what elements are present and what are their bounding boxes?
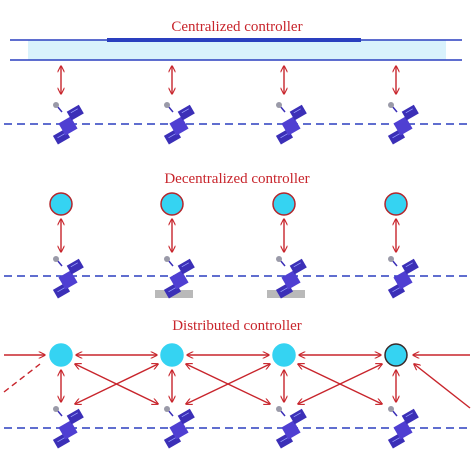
cross-link-arrow [75,364,158,404]
satellite-icon [52,255,85,300]
distributed-controller-title: Distributed controller [172,318,302,334]
controller-node-3 [272,192,296,216]
centralized-controller-title: Centralized controller [171,19,303,35]
cross-link-arrow [298,364,382,404]
controller-node-distributed-1 [49,343,73,367]
controller-node-4 [384,192,408,216]
centralized-controller-bar [28,40,446,60]
controller-node-distributed-2 [160,343,184,367]
external-link-right-diagonal [414,364,471,409]
external-link-left-dashed [3,363,41,393]
satellite-icon [387,255,420,300]
controller-node-2 [160,192,184,216]
decentralized-controller-title: Decentralized controller [164,171,310,187]
controller-node-1 [49,192,73,216]
cross-link-arrow [186,364,270,404]
controller-node-distributed-3 [272,343,296,367]
controller-node-distributed-4 [384,343,408,367]
